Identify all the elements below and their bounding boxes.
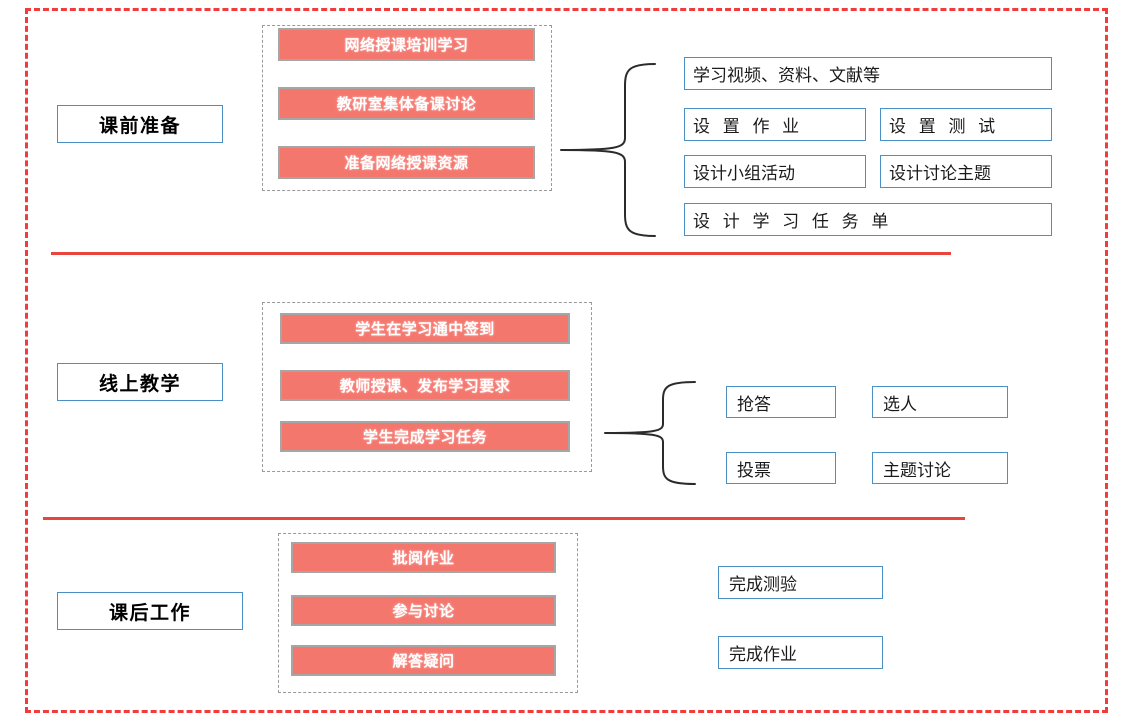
detail-box-online-2: 选人 — [872, 386, 1008, 418]
detail-box-online-4: 主题讨论 — [872, 452, 1008, 484]
detail-box-pre-2: 设 置 作 业 — [684, 108, 866, 141]
detail-box-pre-3: 设 置 测 试 — [880, 108, 1052, 141]
detail-box-pre-6: 设 计 学 习 任 务 单 — [684, 203, 1052, 236]
brace-connector-pre-class — [560, 63, 656, 237]
detail-box-pre-1: 学习视频、资料、文献等 — [684, 57, 1052, 90]
activity-group-pre-class — [262, 25, 552, 191]
activity-bar-pre-3: 准备网络授课资源 — [278, 146, 535, 179]
activity-bar-after-2: 参与讨论 — [291, 595, 556, 626]
section-divider-1 — [51, 252, 951, 255]
section-divider-2 — [43, 517, 965, 520]
activity-bar-online-1: 学生在学习通中签到 — [280, 313, 570, 344]
detail-box-online-3: 投票 — [726, 452, 836, 484]
activity-group-after-class — [278, 533, 578, 693]
activity-bar-pre-1: 网络授课培训学习 — [278, 28, 535, 61]
detail-box-pre-4: 设计小组活动 — [684, 155, 866, 188]
activity-bar-online-2: 教师授课、发布学习要求 — [280, 370, 570, 401]
stage-label-pre-class: 课前准备 — [57, 105, 223, 143]
activity-bar-after-1: 批阅作业 — [291, 542, 556, 573]
activity-bar-pre-2: 教研室集体备课讨论 — [278, 87, 535, 120]
detail-box-online-1: 抢答 — [726, 386, 836, 418]
brace-connector-online-teaching — [604, 381, 696, 485]
detail-box-after-2: 完成作业 — [718, 636, 883, 669]
outer-dashed-frame — [25, 8, 1108, 713]
stage-label-online-teaching: 线上教学 — [57, 363, 223, 401]
detail-box-after-1: 完成测验 — [718, 566, 883, 599]
activity-bar-online-3: 学生完成学习任务 — [280, 421, 570, 452]
detail-box-pre-5: 设计讨论主题 — [880, 155, 1052, 188]
stage-label-after-class: 课后工作 — [57, 592, 243, 630]
activity-group-online-teaching — [262, 302, 592, 472]
activity-bar-after-3: 解答疑问 — [291, 645, 556, 676]
